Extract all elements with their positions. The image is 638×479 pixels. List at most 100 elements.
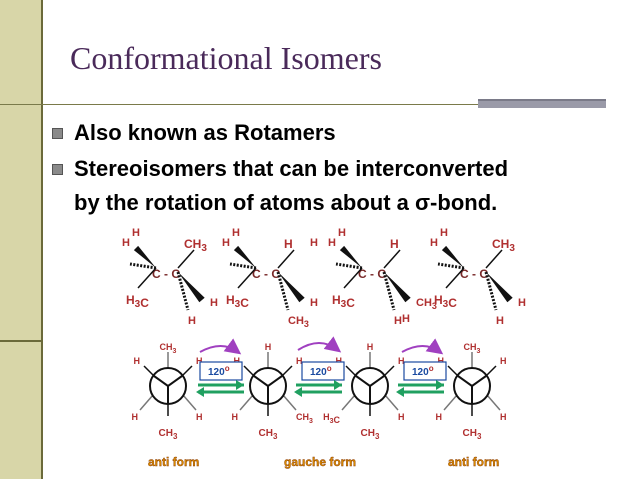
wedge-bond: [233, 245, 256, 268]
single-bond: [343, 267, 363, 289]
atom-label: H: [367, 342, 374, 352]
svg-text:120o: 120o: [412, 364, 434, 378]
atom-label: CH3: [416, 297, 437, 311]
bullet-rotation: by the rotation of atoms about a σ-bond.: [74, 190, 498, 215]
single-bond: [485, 249, 503, 269]
equilibrium-arrow: 120o: [294, 361, 345, 397]
atom-label: H3C: [323, 412, 340, 425]
atom-label: H: [500, 356, 507, 366]
back-bond: [282, 394, 297, 411]
single-bond: [237, 267, 257, 289]
atom-label: H: [398, 356, 405, 366]
atom-label: H: [500, 412, 507, 422]
atom-label: H: [210, 297, 218, 309]
atom-label: H3C: [226, 293, 249, 310]
front-bond: [253, 375, 269, 387]
atom-label: CH3: [288, 315, 309, 329]
atom-label: H: [398, 412, 405, 422]
front-bond: [383, 365, 395, 377]
atom-h-label: H: [402, 313, 410, 325]
atom-label: H: [296, 356, 303, 366]
wedge-bond: [339, 245, 362, 268]
sidebar-divider: [0, 340, 43, 342]
single-bond: [277, 249, 295, 269]
atom-label: CH3: [463, 428, 482, 441]
form-label-anti: anti form: [448, 455, 499, 469]
atom-label: H: [394, 315, 402, 327]
sidebar-accent: [0, 0, 43, 479]
bullet-stereoisomers: Stereoisomers that can be interconverted: [74, 156, 509, 181]
svg-text:120o: 120o: [310, 364, 332, 378]
atom-label: CH3: [159, 428, 178, 441]
atom-h-label: H: [328, 237, 336, 249]
hashed-bond: [382, 271, 396, 311]
hashed-bond: [437, 262, 465, 270]
atom-h-label: H: [232, 227, 240, 239]
hashed-bond: [229, 262, 257, 270]
atom-h-label: H: [132, 227, 140, 239]
equilibrium-arrow: 120o: [396, 361, 447, 397]
atom-label: H3C: [332, 293, 355, 310]
rotation-arrow: [297, 336, 342, 353]
single-bond: [137, 267, 157, 289]
atom-label: H: [232, 412, 239, 422]
rotation-arrow: [199, 338, 242, 355]
atom-label: H: [496, 315, 504, 327]
front-bond: [355, 375, 371, 387]
atom-h-label: H: [310, 237, 318, 249]
bullet-marker: [52, 164, 63, 175]
atom-label: H: [336, 356, 343, 366]
atom-label: H: [188, 315, 196, 327]
wedge-bond: [384, 272, 411, 303]
atom-label: H: [234, 356, 241, 366]
front-bond: [267, 375, 283, 387]
hashed-bond: [129, 262, 157, 270]
wedge-bond: [486, 272, 513, 303]
atom-label: H: [265, 342, 272, 352]
front-bond: [143, 365, 155, 377]
form-label-gauche: gauche form: [284, 455, 356, 469]
carbon-carbon-bond-label: C - C: [152, 267, 180, 281]
front-bond: [281, 365, 293, 377]
atom-label: H: [134, 356, 141, 366]
form-label-anti: anti form: [148, 455, 199, 469]
wedge-bond: [278, 272, 305, 303]
atom-label: H: [310, 297, 318, 309]
bullet-marker: [52, 128, 63, 139]
front-bond: [345, 365, 357, 377]
svg-text:120o: 120o: [208, 364, 230, 378]
atom-label: H: [196, 412, 203, 422]
atom-label: CH3: [492, 237, 515, 254]
carbon-carbon-bond-label: C - C: [358, 267, 386, 281]
back-bond: [443, 394, 458, 411]
front-bond: [447, 365, 459, 377]
single-bond: [383, 249, 401, 269]
atom-label: H3C: [434, 293, 457, 310]
front-bond: [471, 375, 487, 387]
back-bond: [182, 394, 197, 411]
hashed-bond: [335, 262, 363, 270]
atom-label: CH3: [160, 342, 177, 355]
back-bond: [486, 394, 501, 411]
atom-label: H: [518, 297, 526, 309]
hashed-bond: [484, 271, 498, 311]
atom-h-label: H: [440, 227, 448, 239]
front-bond: [369, 375, 385, 387]
title-rule-bar: [478, 99, 606, 108]
wedge-bond: [178, 272, 205, 303]
equilibrium-arrow: 120o: [196, 361, 244, 397]
front-bond: [167, 375, 183, 387]
atom-label: H: [132, 412, 139, 422]
carbon-carbon-bond-label: C - C: [252, 267, 280, 281]
